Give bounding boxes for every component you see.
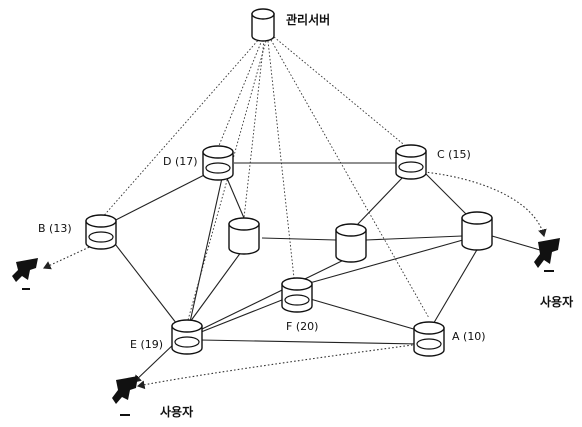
- node-f-label: F (20): [286, 320, 318, 333]
- management-links: [99, 36, 430, 321]
- node-d-label: D (17): [163, 155, 198, 168]
- router-node-f: [281, 277, 313, 313]
- network-links: [99, 162, 541, 345]
- router-node-c: [395, 144, 427, 180]
- router-node-e: [171, 319, 203, 355]
- user-icon-left: [12, 258, 38, 290]
- router-node-plain-2: [335, 223, 367, 263]
- router-node-b: [85, 214, 117, 250]
- management-server-label: 관리서버: [286, 12, 330, 27]
- user-label-right: 사용자: [540, 294, 573, 309]
- node-c-label: C (15): [437, 148, 471, 161]
- user-icon-right: [534, 238, 560, 272]
- node-a-label: A (10): [452, 330, 486, 343]
- router-node-plain-1: [228, 217, 260, 255]
- user-label-bottom: 사용자: [160, 404, 193, 419]
- user-links: [43, 171, 547, 390]
- router-node-a: [413, 321, 445, 357]
- node-e-label: E (19): [130, 338, 163, 351]
- user-icon-bottom: [112, 376, 138, 416]
- router-node-plain-3: [461, 211, 493, 251]
- node-b-label: B (13): [38, 222, 72, 235]
- management-server-node: [251, 8, 275, 42]
- router-node-d: [202, 145, 234, 181]
